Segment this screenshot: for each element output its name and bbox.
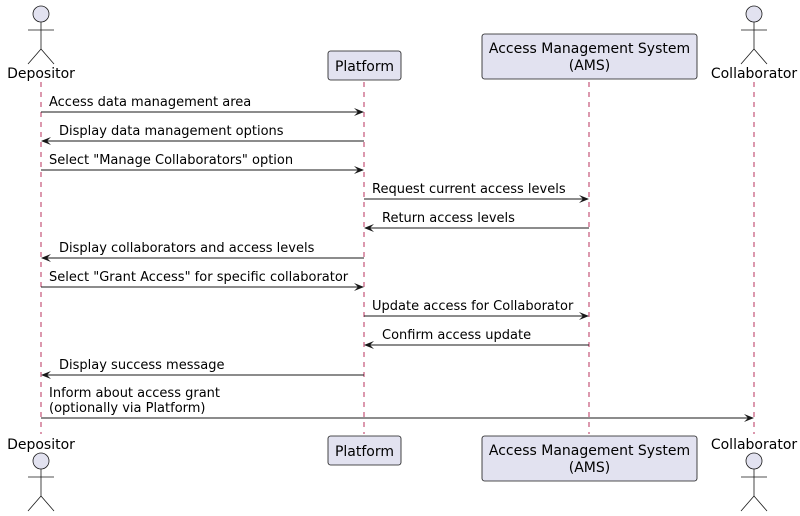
participant-platform-top: Platform [327,50,402,81]
participant-ams-bottom: Access Management System(AMS) [481,435,698,482]
message-label: Display success message [59,358,224,373]
message-11: Inform about access grant(optionally via… [41,386,754,422]
participant-label-ams-line-0: Access Management System [489,41,690,57]
actor-depositor-bottom: Depositor [7,437,75,512]
actor-depositor-top: Depositor [7,5,75,82]
arrow-head [41,137,51,145]
message-3: Select "Manage Collaborators" option [41,153,364,174]
arrow-head [364,224,374,232]
message-label: (optionally via Platform) [49,401,206,416]
message-label: Return access levels [382,211,515,226]
message-5: Return access levels [364,211,589,232]
message-9: Confirm access update [364,328,589,349]
participant-platform-bottom: Platform [327,435,402,466]
message-label: Confirm access update [382,328,531,343]
message-label: Select "Manage Collaborators" option [49,153,293,168]
participant-ams-top: Access Management System(AMS) [481,33,698,80]
message-7: Select "Grant Access" for specific colla… [41,270,364,291]
message-label: Inform about access grant [49,386,220,401]
arrow-head [579,312,589,320]
arrow-head [579,195,589,203]
message-6: Display collaborators and access levels [41,241,364,262]
message-4: Request current access levels [364,182,589,203]
message-label: Request current access levels [372,182,566,197]
message-label: Access data management area [49,95,251,110]
arrow-head [364,341,374,349]
message-label: Update access for Collaborator [372,299,574,314]
actor-label-collaborator: Collaborator [711,66,798,82]
actor-collaborator-top: Collaborator [711,5,798,82]
participant-label-ams-line-1: (AMS) [569,460,610,476]
arrow-head [354,166,364,174]
arrow-head [354,108,364,116]
participant-label-platform: Platform [335,444,394,460]
participant-label-ams-line-0: Access Management System [489,443,690,459]
message-label: Select "Grant Access" for specific colla… [49,270,349,285]
arrow-head [354,283,364,291]
message-10: Display success message [41,358,364,379]
actor-collaborator-bottom: Collaborator [711,437,798,512]
message-label: Display collaborators and access levels [59,241,315,256]
arrow-head [41,254,51,262]
arrow-head [41,371,51,379]
message-8: Update access for Collaborator [364,299,589,320]
message-label: Display data management options [59,124,284,139]
participant-label-ams-line-1: (AMS) [569,58,610,74]
message-2: Display data management options [41,124,364,145]
participant-label-platform: Platform [335,59,394,75]
actor-label-depositor: Depositor [7,437,75,453]
actor-label-depositor: Depositor [7,66,75,82]
arrow-head [744,414,754,422]
actor-label-collaborator: Collaborator [711,437,798,453]
message-1: Access data management area [41,95,364,116]
